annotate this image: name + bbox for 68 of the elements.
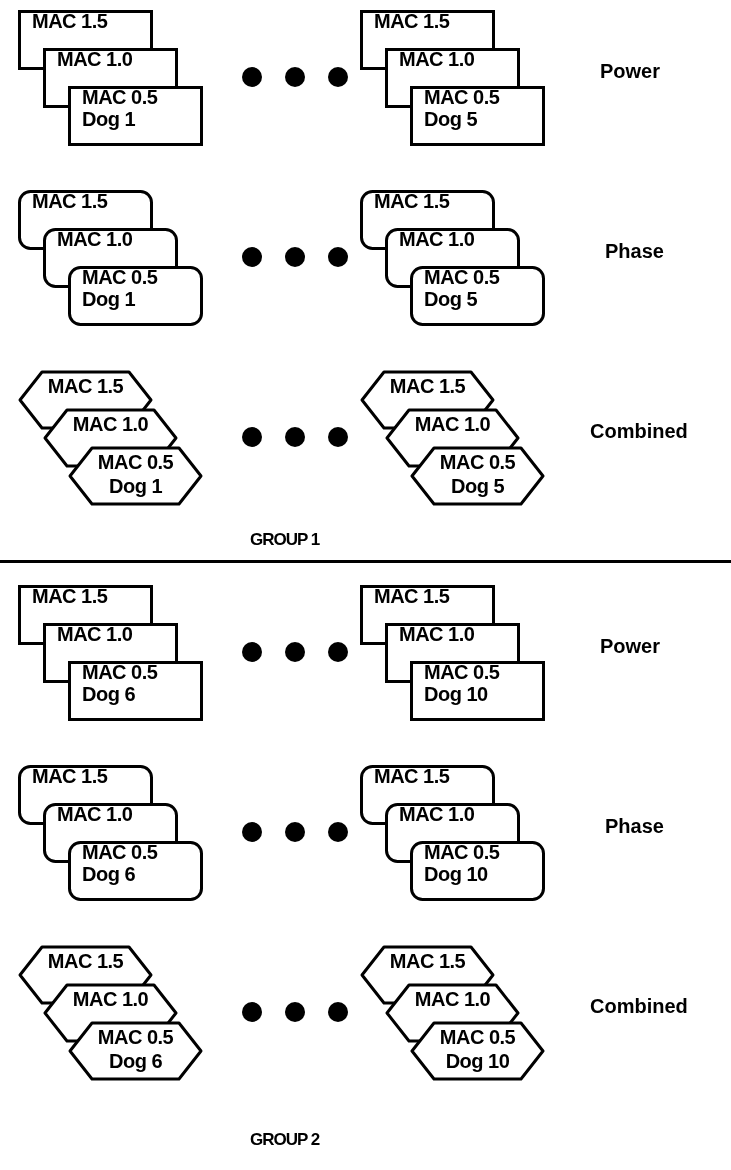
card-label: Dog 5 bbox=[424, 108, 478, 130]
card-label: Dog 6 bbox=[108, 1050, 163, 1072]
card-label: MAC 1.5 bbox=[32, 765, 108, 787]
row-label: Phase bbox=[605, 240, 664, 263]
card-label: MAC 1.5 bbox=[47, 950, 124, 972]
card-label: Dog 10 bbox=[445, 1050, 510, 1072]
card-label: MAC 1.0 bbox=[57, 48, 133, 70]
rounded-card bbox=[410, 841, 545, 901]
row-label: Power bbox=[600, 635, 661, 658]
card-label: MAC 0.5 bbox=[439, 451, 516, 473]
card bbox=[68, 86, 203, 146]
group-label: GROUP 2 bbox=[250, 1130, 320, 1150]
card-label: MAC 1.0 bbox=[399, 803, 475, 825]
card-label: MAC 1.5 bbox=[374, 585, 450, 607]
card-label: MAC 1.5 bbox=[389, 375, 466, 397]
rounded-card bbox=[410, 266, 545, 326]
card-label: Dog 1 bbox=[108, 475, 163, 497]
card-label: Dog 5 bbox=[450, 475, 505, 497]
card-label: MAC 0.5 bbox=[424, 266, 500, 288]
card-label: MAC 1.0 bbox=[399, 623, 475, 645]
hexagon-card bbox=[68, 1021, 203, 1081]
card-label: MAC 0.5 bbox=[82, 266, 158, 288]
card-label: MAC 0.5 bbox=[439, 1026, 516, 1048]
card bbox=[410, 661, 545, 721]
card-label: MAC 1.0 bbox=[57, 228, 133, 250]
row-label: Phase bbox=[605, 815, 664, 838]
row-label: Combined bbox=[590, 420, 688, 443]
card-label: MAC 1.0 bbox=[72, 988, 149, 1010]
card-label: MAC 1.5 bbox=[374, 765, 450, 787]
card-label: MAC 1.0 bbox=[399, 228, 475, 250]
hexagon-card bbox=[68, 446, 203, 506]
card-label: Dog 6 bbox=[82, 863, 136, 885]
card-label: MAC 0.5 bbox=[97, 451, 174, 473]
card-label: Dog 1 bbox=[82, 108, 136, 130]
card-label: MAC 1.0 bbox=[57, 803, 133, 825]
card-label: MAC 0.5 bbox=[424, 86, 500, 108]
row-label: Power bbox=[600, 60, 661, 83]
card-label: MAC 1.5 bbox=[374, 190, 450, 212]
card bbox=[410, 86, 545, 146]
card-label: Dog 1 bbox=[82, 288, 136, 310]
row-label: Combined bbox=[590, 995, 688, 1018]
card-label: MAC 0.5 bbox=[97, 1026, 174, 1048]
group-label: GROUP 1 bbox=[250, 530, 320, 550]
hexagon-card bbox=[410, 1021, 545, 1081]
card-label: MAC 1.0 bbox=[414, 988, 491, 1010]
card-label: MAC 0.5 bbox=[82, 841, 158, 863]
card-label: Dog 10 bbox=[424, 863, 488, 885]
rounded-card bbox=[68, 841, 203, 901]
card-label: Dog 10 bbox=[424, 683, 488, 705]
card-label: MAC 1.0 bbox=[399, 48, 475, 70]
card-label: MAC 1.0 bbox=[72, 413, 149, 435]
card-label: Dog 6 bbox=[82, 683, 136, 705]
card-label: MAC 0.5 bbox=[82, 86, 158, 108]
card-label: MAC 1.5 bbox=[32, 190, 108, 212]
card-label: MAC 1.0 bbox=[57, 623, 133, 645]
card-label: MAC 0.5 bbox=[424, 841, 500, 863]
card bbox=[68, 661, 203, 721]
card-label: MAC 0.5 bbox=[424, 661, 500, 683]
card-label: MAC 0.5 bbox=[82, 661, 158, 683]
card-label: Dog 5 bbox=[424, 288, 478, 310]
card-label: MAC 1.5 bbox=[32, 585, 108, 607]
card-label: MAC 1.5 bbox=[374, 10, 450, 32]
card-label: MAC 1.5 bbox=[32, 10, 108, 32]
card-label: MAC 1.0 bbox=[414, 413, 491, 435]
rounded-card bbox=[68, 266, 203, 326]
hexagon-card bbox=[410, 446, 545, 506]
card-label: MAC 1.5 bbox=[47, 375, 124, 397]
card-label: MAC 1.5 bbox=[389, 950, 466, 972]
